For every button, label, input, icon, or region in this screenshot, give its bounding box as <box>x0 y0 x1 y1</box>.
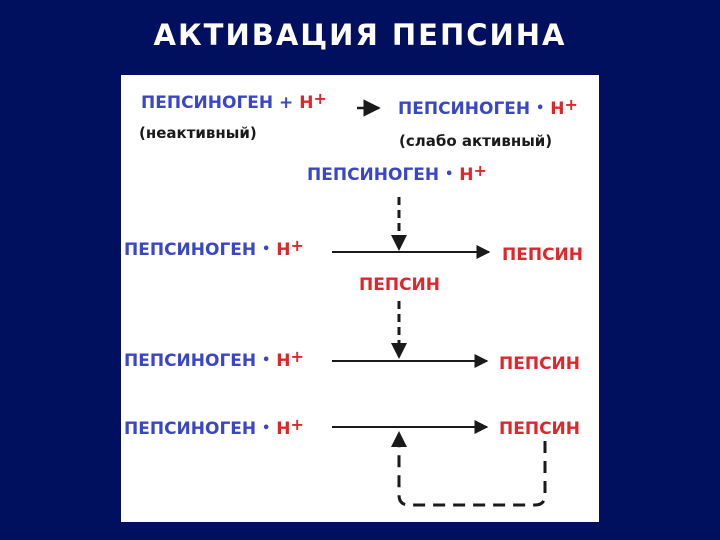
proton-superscript: + <box>313 89 327 108</box>
proton-superscript: + <box>564 95 578 114</box>
arrowhead-1 <box>391 235 407 251</box>
inactive-note: (неактивный) <box>139 124 257 142</box>
arrowhead-2 <box>391 343 407 359</box>
diagram-panel: ПЕПСИНОГЕН + Н+ (неактивный) ПЕПСИНОГЕН … <box>121 75 599 522</box>
hydrogen-ion-label: Н <box>550 99 565 119</box>
proton-superscript: + <box>473 161 487 180</box>
proton-superscript: + <box>290 236 304 255</box>
complex-dot: • <box>262 242 271 257</box>
pepsin-catalyst-1: ПЕПСИН <box>359 275 440 295</box>
complex-center-top: ПЕПСИНОГЕН • Н+ <box>307 161 487 187</box>
pepsin-product-1: ПЕПСИН <box>502 245 583 265</box>
proton-superscript: + <box>290 347 304 366</box>
slide-title: АКТИВАЦИЯ ПЕПСИНА <box>153 18 567 52</box>
reaction-1-left: ПЕПСИНОГЕН + Н+ <box>141 89 327 113</box>
reaction-4-left: ПЕПСИНОГЕН • Н+ <box>124 415 304 441</box>
plus-sign: + <box>279 93 294 113</box>
hydrogen-ion-label: Н <box>276 351 291 371</box>
hydrogen-ion-label: Н <box>276 240 291 260</box>
feedback-arrowhead <box>391 431 407 447</box>
arrows-layer <box>332 99 547 507</box>
hydrogen-ion-label: Н <box>276 419 291 439</box>
complex-dot: • <box>445 167 454 182</box>
pepsin-product-3: ПЕПСИН <box>499 419 580 439</box>
weak-active-note: (слабо активный) <box>399 132 553 150</box>
feedback-loop <box>397 441 547 507</box>
pepsinogen-label: ПЕПСИНОГЕН <box>398 99 531 119</box>
complex-dot: • <box>262 353 271 368</box>
pepsin-product-2: ПЕПСИН <box>499 354 580 374</box>
complex-dot: • <box>536 101 545 116</box>
pepsinogen-label: ПЕПСИНОГЕН <box>124 240 257 260</box>
reaction-2-left: ПЕПСИНОГЕН • Н+ <box>124 236 304 262</box>
proton-superscript: + <box>290 415 304 434</box>
hydrogen-ion-label: Н <box>299 93 314 113</box>
weak-active-complex: ПЕПСИНОГЕН • Н+ <box>398 95 578 121</box>
hydrogen-ion-label: Н <box>459 165 474 185</box>
pepsinogen-label: ПЕПСИНОГЕН <box>141 93 274 113</box>
pepsinogen-label: ПЕПСИНОГЕН <box>307 165 440 185</box>
pepsinogen-label: ПЕПСИНОГЕН <box>124 419 257 439</box>
reaction-3-left: ПЕПСИНОГЕН • Н+ <box>124 347 304 373</box>
pepsinogen-label: ПЕПСИНОГЕН <box>124 351 257 371</box>
complex-dot: • <box>262 421 271 436</box>
